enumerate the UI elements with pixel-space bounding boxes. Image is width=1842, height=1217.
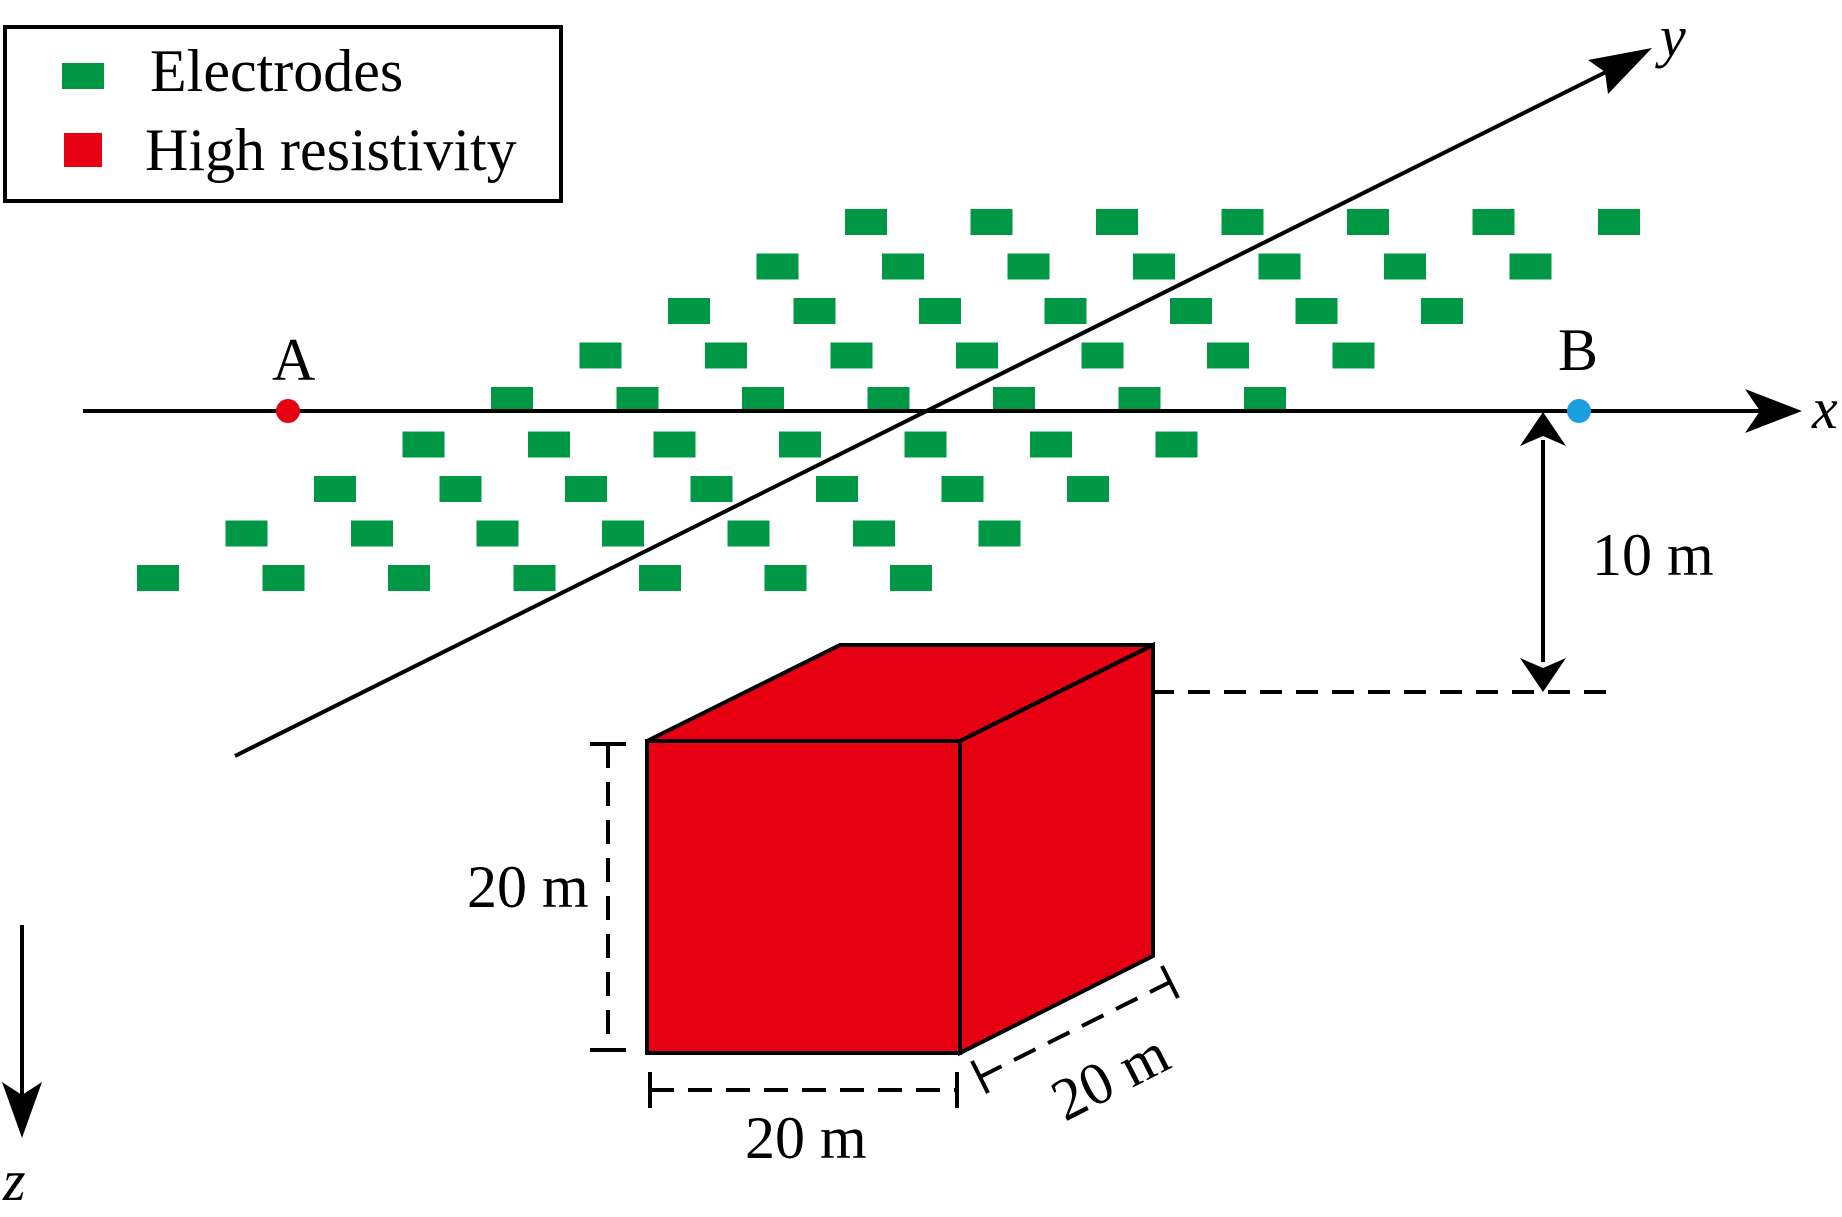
electrode [919, 298, 961, 324]
electrode [225, 520, 268, 547]
electrode [639, 565, 681, 591]
height-dimension-label: 20 m [467, 854, 589, 920]
electrode [668, 298, 710, 324]
electrode [602, 520, 644, 547]
electrode [1221, 209, 1264, 235]
electrode [1258, 253, 1301, 280]
electrode [978, 520, 1021, 547]
height-dimension: 20 m [467, 742, 626, 1052]
electrode [756, 253, 799, 280]
width-dimension-label: 20 m [745, 1105, 867, 1171]
electrode [1509, 253, 1552, 280]
electrode [941, 476, 984, 502]
electrode [690, 476, 733, 502]
width-dimension: 20 m [648, 1072, 959, 1171]
electrode [476, 520, 519, 547]
point-b-marker [1567, 399, 1591, 423]
electrode [1347, 209, 1389, 235]
electrode [402, 431, 445, 458]
point-a-marker [276, 399, 300, 423]
electrode [1067, 476, 1109, 502]
electrode [1598, 209, 1640, 235]
electrode [779, 431, 821, 458]
electrode [764, 565, 807, 591]
electrode [1244, 387, 1286, 413]
electrode [867, 387, 910, 413]
electrode [1030, 431, 1072, 458]
electrode [1044, 298, 1087, 324]
electrode [1081, 342, 1124, 369]
electrode [314, 476, 356, 502]
electrode [579, 342, 622, 369]
block-front-face [645, 739, 962, 1055]
electrode [1384, 253, 1426, 280]
electrode [1332, 342, 1375, 369]
electrode [528, 431, 570, 458]
electrode [653, 431, 696, 458]
electrode [1295, 298, 1338, 324]
electrode [1207, 342, 1249, 369]
electrode [388, 565, 430, 591]
z-axis-arrowhead [2, 1082, 42, 1138]
electrode [1421, 298, 1463, 324]
y-axis-label: y [1655, 4, 1686, 69]
electrode [742, 387, 784, 413]
legend: Electrodes High resistivity [3, 25, 563, 203]
legend-swatch-electrodes [62, 63, 104, 89]
z-axis-label: z [2, 1148, 26, 1213]
legend-swatch-high-resistivity [64, 133, 102, 167]
legend-frame [3, 25, 563, 203]
electrode [1007, 253, 1050, 280]
depth-dimension-label: 10 m [1592, 522, 1714, 588]
electrode [970, 209, 1013, 235]
electrode [513, 565, 556, 591]
electrode [1133, 253, 1175, 280]
electrode [439, 476, 482, 502]
electrode [705, 342, 747, 369]
electrode [830, 342, 873, 369]
high-resistivity-block [645, 641, 1155, 1057]
electrode [491, 387, 533, 413]
electrode [882, 253, 924, 280]
y-axis-arrowhead [1588, 48, 1652, 94]
electrode [1096, 209, 1138, 235]
x-axis-label: x [1811, 376, 1838, 441]
electrode [727, 520, 770, 547]
electrode [262, 565, 305, 591]
electrode [565, 476, 607, 502]
x-axis-arrowhead [1745, 389, 1802, 433]
electrode [853, 520, 895, 547]
point-a-label: A [272, 327, 315, 393]
electrode [890, 565, 932, 591]
legend-label-high-resistivity: High resistivity [145, 117, 517, 183]
electrode-array [137, 209, 1640, 591]
electrode [956, 342, 998, 369]
electrode [137, 565, 179, 591]
point-b-label: B [1558, 317, 1598, 383]
electrode [1170, 298, 1212, 324]
electrode [616, 387, 659, 413]
electrode [1155, 431, 1198, 458]
y-axis-line [234, 63, 1621, 758]
electrode [793, 298, 836, 324]
legend-label-electrodes: Electrodes [150, 38, 403, 104]
electrode [351, 520, 393, 547]
electrode [816, 476, 858, 502]
electrode [845, 209, 887, 235]
electrode [1472, 209, 1515, 235]
electrode [993, 387, 1035, 413]
electrode [1118, 387, 1161, 413]
electrode [904, 431, 947, 458]
